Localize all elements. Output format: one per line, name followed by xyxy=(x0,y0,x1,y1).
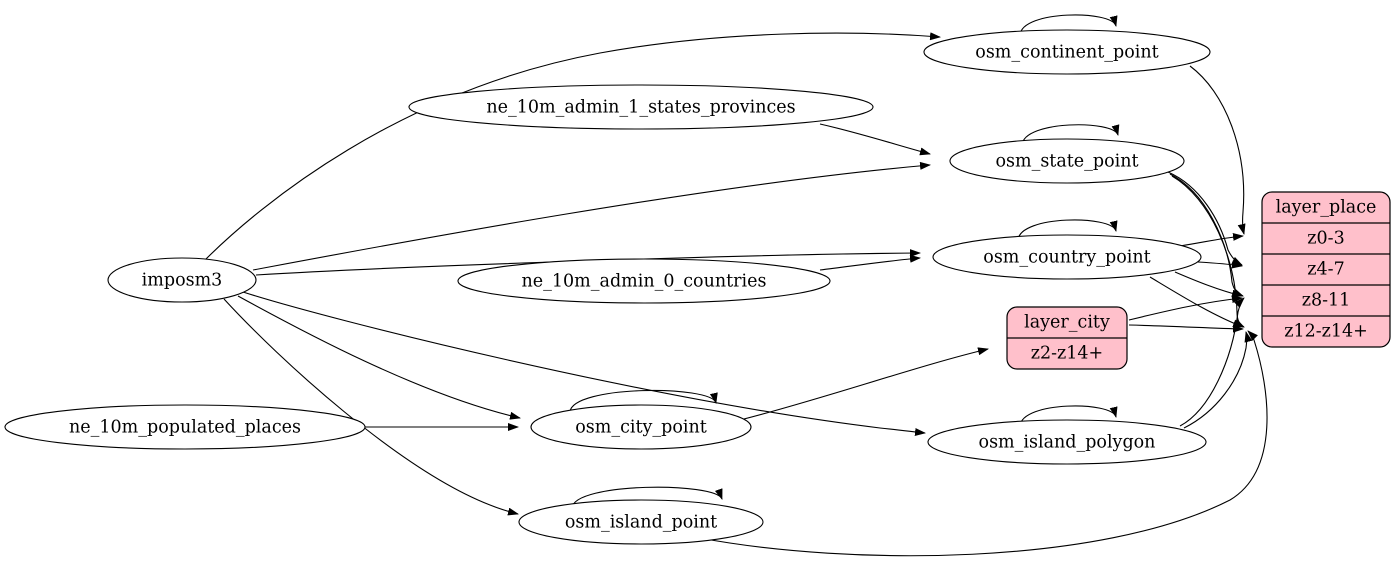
edge-self-osm_city_point xyxy=(569,389,718,413)
layer-place-row-z0-3[interactable]: z0-3 xyxy=(1307,229,1344,249)
node-label: imposm3 xyxy=(142,271,223,291)
edge-self-osm_country_point xyxy=(1017,219,1118,241)
edge-imposm3-osm_continent_point xyxy=(204,32,941,261)
layer-city-title: layer_city xyxy=(1024,313,1110,333)
node-ne_10m_admin_0_countries[interactable]: ne_10m_admin_0_countries xyxy=(457,258,831,304)
node-osm_country_point[interactable]: osm_country_point xyxy=(932,234,1202,280)
node-label: osm_state_point xyxy=(995,152,1138,172)
node-osm_state_point[interactable]: osm_state_point xyxy=(949,138,1185,184)
edge-layer_city-layer_place-z8-11 xyxy=(1128,295,1243,321)
record-node-layer_city[interactable]: layer_city z2-z14+ xyxy=(1006,306,1128,370)
record-node-layer_place[interactable]: layer_place z0-3 z4-7 z8-11 z12-z14+ xyxy=(1261,191,1391,348)
node-osm_city_point[interactable]: osm_city_point xyxy=(530,404,752,450)
edge-self-osm_state_point xyxy=(1021,124,1120,146)
edge-imposm3-osm_state_point xyxy=(252,161,931,271)
layer-city-row-z2-z14plus[interactable]: z2-z14+ xyxy=(1031,344,1103,364)
node-label: osm_island_point xyxy=(565,513,717,533)
layer-place-row-z12-z14plus[interactable]: z12-z14+ xyxy=(1284,322,1368,342)
edge-layer_city-layer_place-z12-z14+ xyxy=(1128,324,1244,333)
layer-place-title: layer_place xyxy=(1276,198,1377,218)
node-imposm3[interactable]: imposm3 xyxy=(107,257,257,303)
layer-place-row-z4-7[interactable]: z4-7 xyxy=(1307,260,1344,280)
node-label: osm_island_polygon xyxy=(979,433,1156,453)
edge-osm_city_point-layer_city-z2-z14+ xyxy=(739,347,989,421)
edge-ne_states-osm_state_point xyxy=(819,123,931,156)
node-label: osm_city_point xyxy=(575,418,707,438)
edge-osm_island_point-layer_place-z12-z14+ xyxy=(699,330,1268,557)
edge-osm_state_point-layer_place-z8-11 xyxy=(1169,173,1244,297)
node-label: ne_10m_admin_1_states_provinces xyxy=(486,98,795,118)
layer-place-row-z8-11[interactable]: z8-11 xyxy=(1302,291,1351,311)
node-group: imposm3 ne_10m_admin_1_states_provinces … xyxy=(4,29,1211,545)
edge-self-osm_island_point xyxy=(571,486,723,509)
edge-ne_countries-osm_country_point xyxy=(819,254,921,271)
edge-osm_country_point-layer_place-z4-7 xyxy=(1197,260,1243,269)
edge-self-osm_island_polygon xyxy=(1019,405,1118,427)
edge-osm_continent_point-layer_place-z0-3 xyxy=(1189,65,1246,235)
edge-osm_country_point-layer_place-z8-11 xyxy=(1174,271,1243,298)
node-ne_10m_admin_1_states_provinces[interactable]: ne_10m_admin_1_states_provinces xyxy=(408,84,874,130)
node-osm_island_polygon[interactable]: osm_island_polygon xyxy=(927,419,1207,465)
node-osm_island_point[interactable]: osm_island_point xyxy=(518,499,764,545)
edge-osm_country_point-layer_place-z0-3 xyxy=(1179,232,1244,247)
node-label: osm_country_point xyxy=(983,248,1150,268)
node-label: osm_continent_point xyxy=(975,43,1158,63)
edge-osm_country_point-layer_place-z12-z14+ xyxy=(1149,276,1244,328)
edge-group xyxy=(204,14,1268,557)
node-ne_10m_populated_places[interactable]: ne_10m_populated_places xyxy=(4,404,366,450)
node-osm_continent_point[interactable]: osm_continent_point xyxy=(923,29,1211,75)
node-label: ne_10m_populated_places xyxy=(69,418,301,438)
edge-imposm3-osm_island_point xyxy=(223,298,519,516)
node-label: ne_10m_admin_0_countries xyxy=(522,272,767,292)
edge-self-osm_continent_point xyxy=(1019,14,1118,36)
edge-imposm3-osm_city_point xyxy=(237,295,521,420)
edge-osm_island_polygon-layer_place-z8-11 xyxy=(1179,297,1245,427)
edge-osm_island_polygon-layer_place-z12-z14+ xyxy=(1183,331,1253,429)
